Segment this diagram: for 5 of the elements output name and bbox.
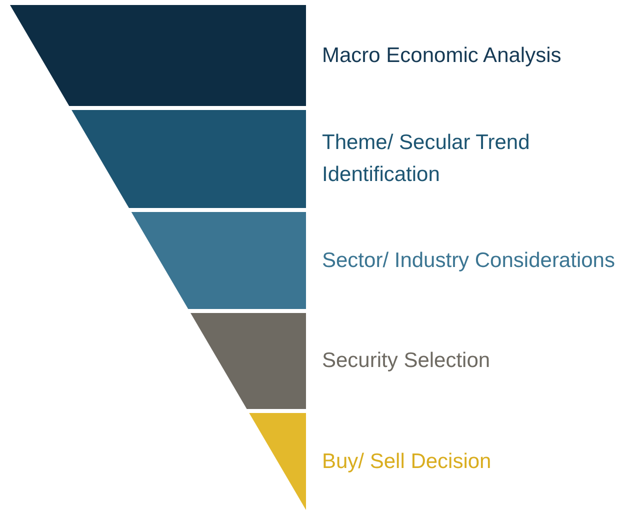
stage-label: Macro Economic Analysis <box>322 42 562 68</box>
stage-label: Theme/ Secular Trend Identification <box>322 130 531 188</box>
stage-label: Security Selection <box>322 348 492 374</box>
stage-label: Sector/ Industry Considerations <box>322 248 616 274</box>
stage-label: Buy/ Sell Decision <box>322 448 492 474</box>
